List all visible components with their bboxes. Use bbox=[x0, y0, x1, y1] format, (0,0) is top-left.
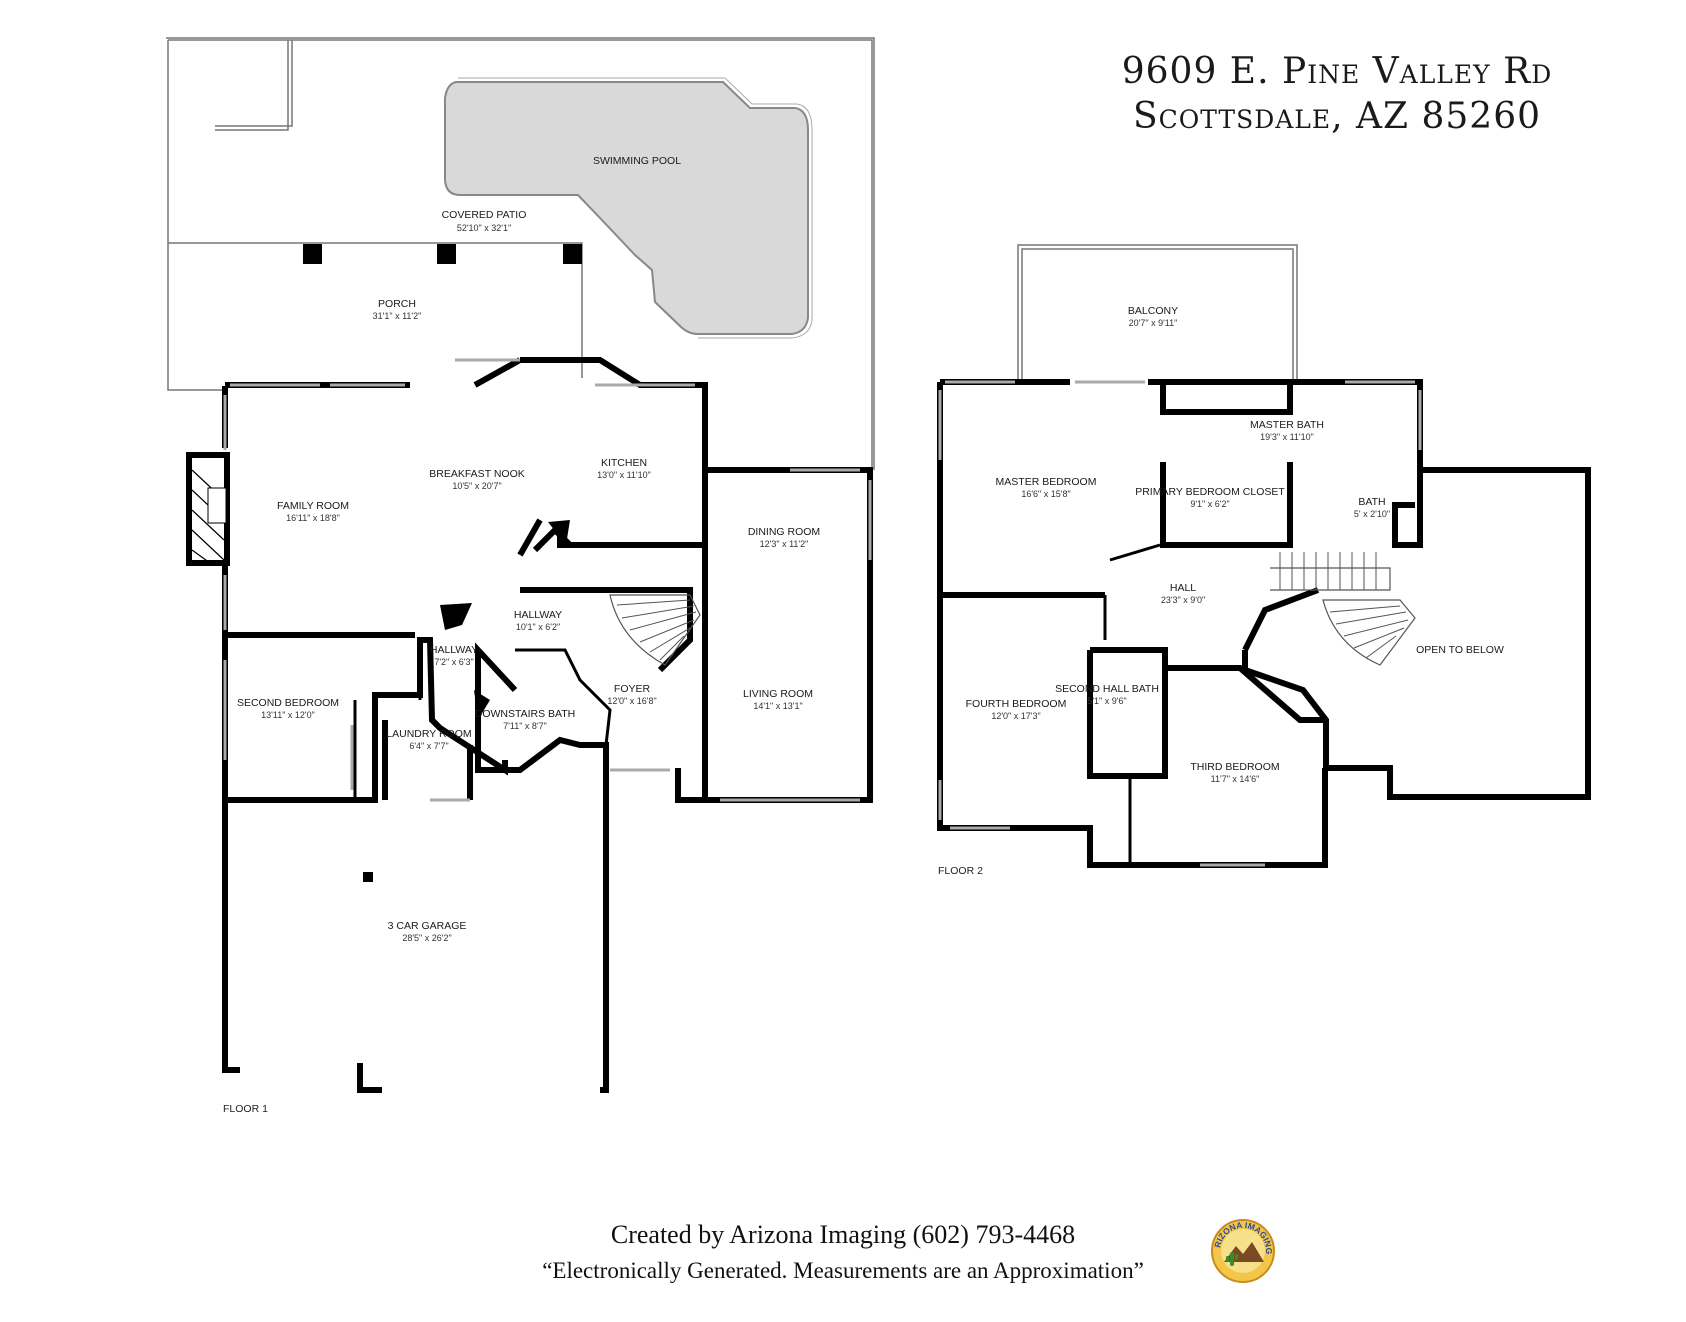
floor-2-room-labels: BALCONY 20'7" x 9'11" MASTER BATH 19'3" … bbox=[966, 305, 1504, 784]
room-name: BALCONY bbox=[1128, 305, 1178, 317]
room-dim: 9'1" x 6'2" bbox=[1190, 499, 1229, 509]
room-name: LIVING ROOM bbox=[743, 688, 813, 700]
room-dim: 6'4" x 7'7" bbox=[409, 741, 448, 751]
room-name: SECOND BEDROOM bbox=[237, 697, 339, 709]
room-dim: 31'1" x 11'2" bbox=[373, 311, 422, 321]
room-name: DINING ROOM bbox=[748, 526, 820, 538]
room-name: COVERED PATIO bbox=[442, 209, 527, 221]
room-name: DOWNSTAIRS BATH bbox=[475, 708, 576, 720]
patio-outline bbox=[167, 39, 873, 470]
room-name: HALLWAY bbox=[514, 609, 562, 621]
room-dim: 12'3" x 11'2" bbox=[760, 539, 809, 549]
room-name: HALLWAY bbox=[430, 644, 478, 656]
arizona-imaging-logo: ARIZONA IMAGING bbox=[1210, 1218, 1275, 1283]
room-dim: 12'0" x 17'3" bbox=[991, 711, 1040, 721]
room-name: SECOND HALL BATH bbox=[1055, 683, 1159, 695]
floor-1-plan: SWIMMING POOL COVERED PATIO 52'10" x 32'… bbox=[166, 37, 875, 1115]
floor-2-stairs bbox=[1270, 552, 1416, 666]
room-name: MASTER BATH bbox=[1250, 419, 1324, 431]
address-line-1: 9609 E. Pine Valley Rd bbox=[1122, 51, 1553, 92]
room-dim: 11'7" x 14'6" bbox=[1211, 774, 1260, 784]
credit-text: Created by Arizona Imaging (602) 793-446… bbox=[610, 1220, 1076, 1249]
room-dim: 10'1" x 6'2" bbox=[516, 622, 560, 632]
room-name: PRIMARY BEDROOM CLOSET bbox=[1135, 486, 1285, 498]
room-dim: 7'2" x 6'3" bbox=[434, 657, 473, 667]
room-dim: 20'7" x 9'11" bbox=[1129, 318, 1178, 328]
room-name: THIRD BEDROOM bbox=[1190, 761, 1279, 773]
room-dim: 16'6" x 15'8" bbox=[1021, 489, 1070, 499]
floor-1-stairs bbox=[609, 594, 701, 666]
room-name: FOURTH BEDROOM bbox=[966, 698, 1067, 710]
floor-1-room-labels: SWIMMING POOL COVERED PATIO 52'10" x 32'… bbox=[237, 155, 820, 943]
room-dim: 13'0" x 11'10" bbox=[597, 470, 651, 480]
room-name: 3 CAR GARAGE bbox=[388, 920, 467, 932]
room-name: PORCH bbox=[378, 298, 416, 310]
room-name: OPEN TO BELOW bbox=[1416, 644, 1504, 656]
room-name: KITCHEN bbox=[601, 457, 647, 469]
room-dim: 52'10" x 32'1" bbox=[457, 223, 511, 233]
floor-2-walls bbox=[937, 379, 1591, 868]
room-name: LAUNDRY ROOM bbox=[386, 728, 471, 740]
room-name: FAMILY ROOM bbox=[277, 500, 349, 512]
room-dim: 10'5" x 20'7" bbox=[452, 481, 501, 491]
disclaimer-text: “Electronically Generated. Measurements … bbox=[542, 1258, 1144, 1283]
room-dim: 28'5" x 26'2" bbox=[402, 933, 451, 943]
floor-1-label: FLOOR 1 bbox=[223, 1103, 268, 1115]
address-line-2: Scottsdale, AZ 85260 bbox=[1133, 96, 1541, 137]
floor-1-walls bbox=[222, 357, 873, 1093]
floor-2-label: FLOOR 2 bbox=[938, 865, 983, 877]
room-name: BATH bbox=[1358, 496, 1385, 508]
room-name: FOYER bbox=[614, 683, 651, 695]
room-dim: 23'3" x 9'0" bbox=[1161, 595, 1205, 605]
swimming-pool bbox=[444, 81, 809, 335]
room-dim: 5' x 2'10" bbox=[1354, 509, 1390, 519]
room-dim: 7'11" x 8'7" bbox=[503, 721, 547, 731]
room-dim: 16'11" x 18'8" bbox=[286, 513, 340, 523]
room-dim: 12'0" x 16'8" bbox=[607, 696, 656, 706]
room-dim: 19'3" x 11'10" bbox=[1260, 432, 1314, 442]
room-name: SWIMMING POOL bbox=[593, 155, 681, 167]
room-name: BREAKFAST NOOK bbox=[429, 468, 525, 480]
balcony-outline bbox=[1017, 244, 1298, 382]
room-dim: 13'11" x 12'0" bbox=[261, 710, 315, 720]
floor-2-plan: BALCONY 20'7" x 9'11" MASTER BATH 19'3" … bbox=[937, 244, 1591, 877]
room-name: MASTER BEDROOM bbox=[996, 476, 1097, 488]
room-dim: 14'1" x 13'1" bbox=[753, 701, 802, 711]
room-dim: 5'1" x 9'6" bbox=[1087, 696, 1126, 706]
room-name: HALL bbox=[1170, 582, 1196, 594]
